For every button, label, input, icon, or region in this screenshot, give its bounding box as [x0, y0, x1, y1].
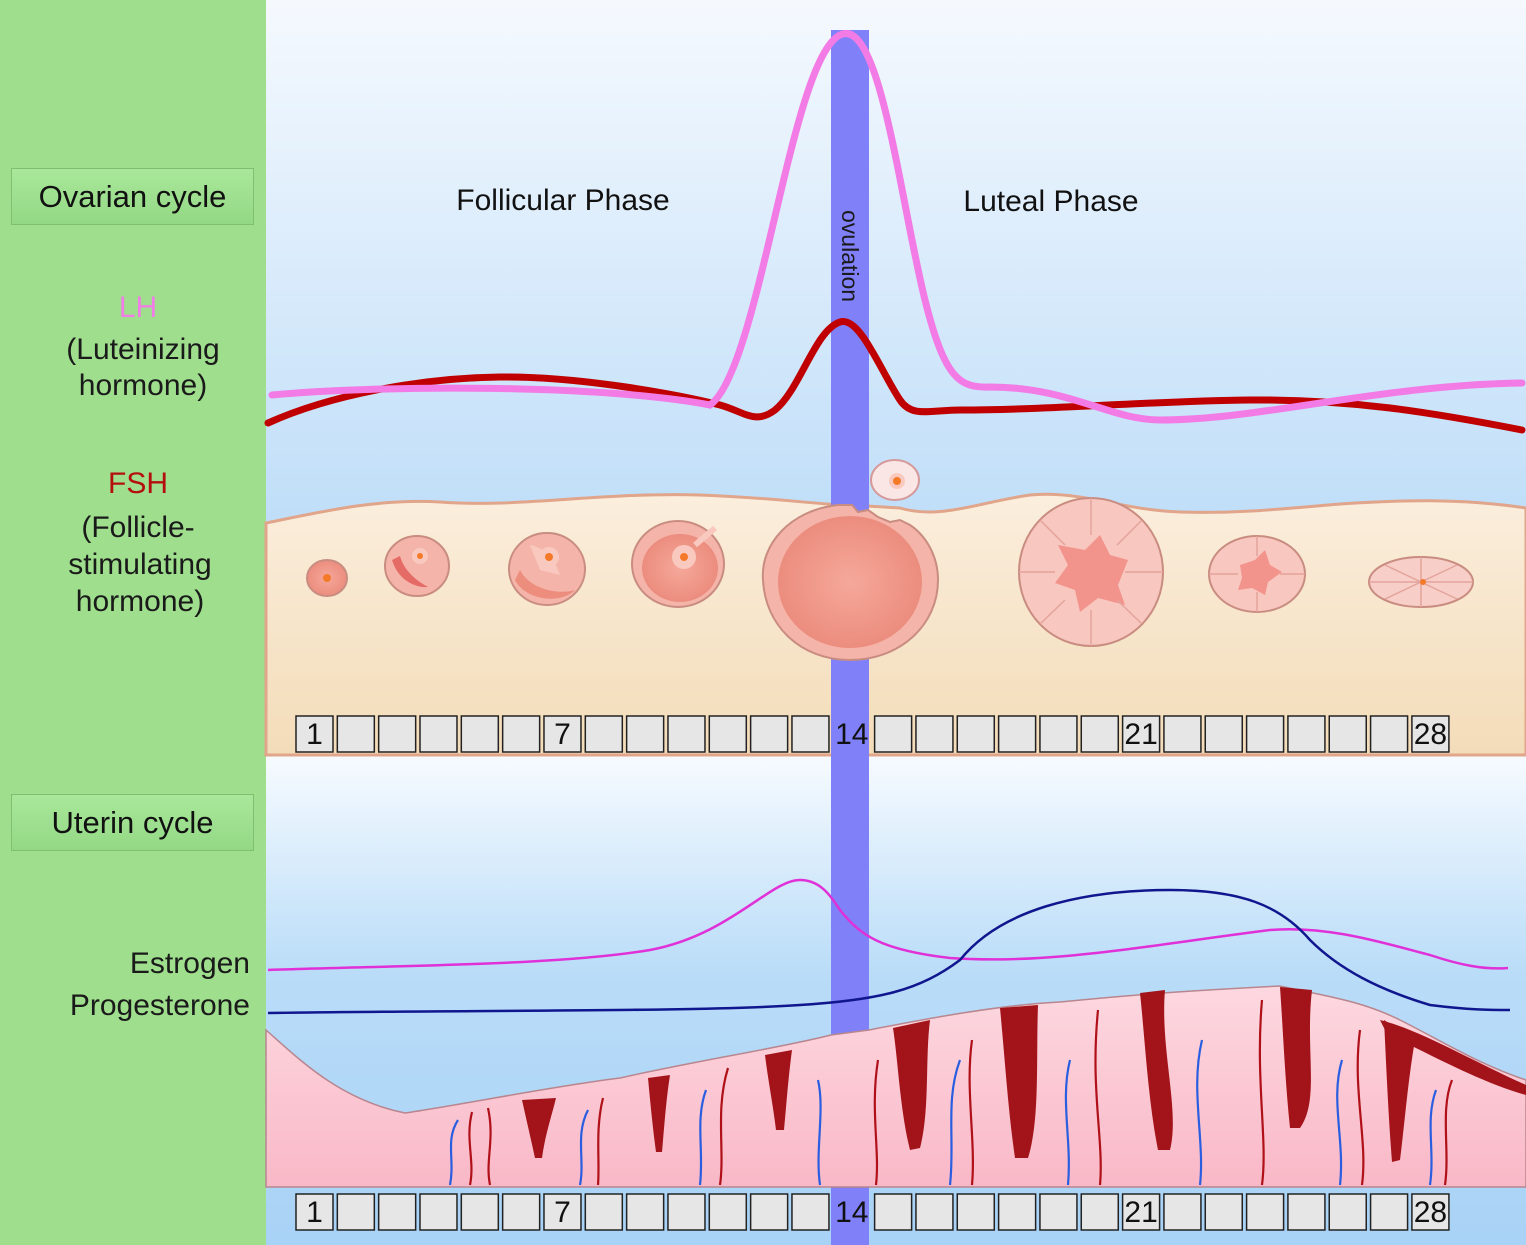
ovarian-day-cell-27: [1369, 715, 1409, 753]
follicle-graafian: [761, 504, 940, 662]
lh-curve: [268, 30, 1526, 424]
ovarian-day-cell-17: [956, 715, 996, 753]
corpus-luteum-large: [1018, 497, 1164, 647]
uterine-day-cell-16: [915, 1193, 954, 1231]
uterine-day-cell-20: [1080, 1193, 1120, 1231]
progesterone-label: Progesterone: [69, 989, 250, 1022]
uterine-day-label-28: 28: [1414, 1196, 1447, 1229]
uterine-day-cell-22: [1163, 1193, 1202, 1231]
uterine-day-label-1: 1: [306, 1196, 323, 1229]
ovarian-day-cell-11: [708, 715, 748, 753]
uterine-day-label-7: 7: [554, 1196, 571, 1229]
ovarian-day-label-1: 1: [306, 718, 323, 751]
uterine-day-cell-28: [1411, 1193, 1450, 1231]
ovarian-day-cell-18: [997, 715, 1037, 753]
fsh-full-line-3: hormone): [75, 585, 205, 618]
ovarian-day-label-14: 14: [835, 718, 868, 751]
follicle-stage-2: [384, 535, 450, 597]
ovarian-day-cell-15: [873, 715, 913, 753]
ovarian-day-cell-12: [749, 715, 789, 753]
fsh-abbr: FSH: [108, 467, 168, 500]
ovarian-day-cell-22: [1163, 715, 1202, 753]
luteal-phase-label: Luteal Phase: [963, 185, 1138, 218]
uterine-day-cell-17: [956, 1193, 996, 1231]
follicle-stage-3: [508, 532, 586, 606]
uterine-day-cell-9: [625, 1193, 665, 1231]
uterine-day-cell-10: [667, 1193, 706, 1231]
lh-full-line-1: (Luteinizing: [66, 333, 220, 366]
uterine-day-cell-4: [419, 1193, 458, 1231]
ovarian-day-cell-2: [336, 715, 376, 753]
lh-full-line-2: hormone): [78, 369, 208, 402]
ovarian-day-cell-4: [419, 715, 458, 753]
uterine-day-cell-15: [873, 1193, 913, 1231]
follicle-stage-4: [631, 520, 725, 608]
corpus-luteum-medium: [1208, 535, 1306, 613]
uterine-day-cell-3: [377, 1193, 417, 1231]
uterine-day-cell-6: [501, 1193, 541, 1231]
fsh-full-line-1: (Follicle-: [81, 511, 195, 544]
estrogen-curve: [267, 878, 1509, 972]
uterine-day-cell-5: [460, 1193, 500, 1231]
follicle-stage-1: [306, 559, 348, 597]
progesterone-curve: [267, 888, 1511, 1015]
corpus-albicans: [1368, 556, 1474, 608]
ovarian-day-cell-8: [584, 715, 624, 753]
ovarian-day-cell-28: [1411, 715, 1450, 753]
ovarian-day-cell-25: [1287, 715, 1326, 753]
spiral-arteries: [468, 999, 1454, 1186]
estrogen-label: Estrogen: [129, 947, 250, 980]
ovarian-day-label-21: 21: [1124, 718, 1157, 751]
uterine-day-cell-2: [336, 1193, 376, 1231]
lh-abbr: LH: [118, 291, 158, 324]
ovarian-day-label-7: 7: [554, 718, 571, 751]
uterine-day-label-14: 14: [835, 1196, 868, 1229]
ovarian-day-cell-20: [1080, 715, 1120, 753]
ovarian-day-cell-16: [915, 715, 954, 753]
ovarian-day-cell-10: [667, 715, 706, 753]
uterine-day-cell-8: [584, 1193, 624, 1231]
endometrial-glands: [522, 987, 1415, 1162]
ovulation-label: ovulation: [837, 210, 863, 302]
fsh-curve: [264, 318, 1526, 434]
fsh-full-line-2: stimulating: [68, 548, 212, 581]
ovarian-day-cell-1: [295, 715, 334, 753]
uterine-day-cell-18: [997, 1193, 1037, 1231]
day-scale-ovarian: 1 7 14 21 28: [295, 715, 1450, 753]
released-oocyte: [870, 459, 920, 501]
uterine-day-cell-23: [1204, 1193, 1244, 1231]
uterine-day-label-21: 21: [1124, 1196, 1157, 1229]
ovarian-day-cell-13: [791, 715, 830, 753]
ovarian-day-cell-24: [1245, 715, 1285, 753]
ovarian-day-cell-19: [1039, 715, 1078, 753]
ovarian-day-cell-6: [501, 715, 541, 753]
uterine-day-cell-12: [749, 1193, 789, 1231]
day-scale-uterine: 1 7 14 21 28: [295, 1193, 1450, 1231]
menstrual-shedding: [1380, 1020, 1526, 1095]
follicular-phase-label: Follicular Phase: [456, 184, 669, 217]
uterine-day-cell-27: [1369, 1193, 1409, 1231]
uterine-day-cell-19: [1039, 1193, 1078, 1231]
legend-sidebar: Ovarian cycle LH (Luteinizing hormone) F…: [0, 0, 266, 1245]
ovarian-day-cell-9: [625, 715, 665, 753]
uterine-day-cell-25: [1287, 1193, 1326, 1231]
uterine-day-cell-24: [1245, 1193, 1285, 1231]
endometrial-veins: [448, 1039, 1438, 1186]
uterine-cycle-title: Uterin cycle: [11, 794, 254, 851]
uterine-day-cell-11: [708, 1193, 748, 1231]
uterine-day-cell-1: [295, 1193, 334, 1231]
uterine-day-cell-7: [543, 1193, 582, 1231]
ovarian-day-cell-21: [1121, 715, 1161, 753]
uterine-day-cell-26: [1328, 1193, 1367, 1231]
ovarian-day-cell-23: [1204, 715, 1244, 753]
ovarian-day-cell-3: [377, 715, 417, 753]
ovarian-cycle-title: Ovarian cycle: [11, 168, 254, 225]
ovarian-day-cell-5: [460, 715, 500, 753]
uterine-day-cell-13: [791, 1193, 830, 1231]
uterine-day-cell-21: [1121, 1193, 1161, 1231]
ovarian-day-cell-26: [1328, 715, 1367, 753]
ovarian-day-label-28: 28: [1414, 718, 1447, 751]
ovarian-day-cell-7: [543, 715, 582, 753]
